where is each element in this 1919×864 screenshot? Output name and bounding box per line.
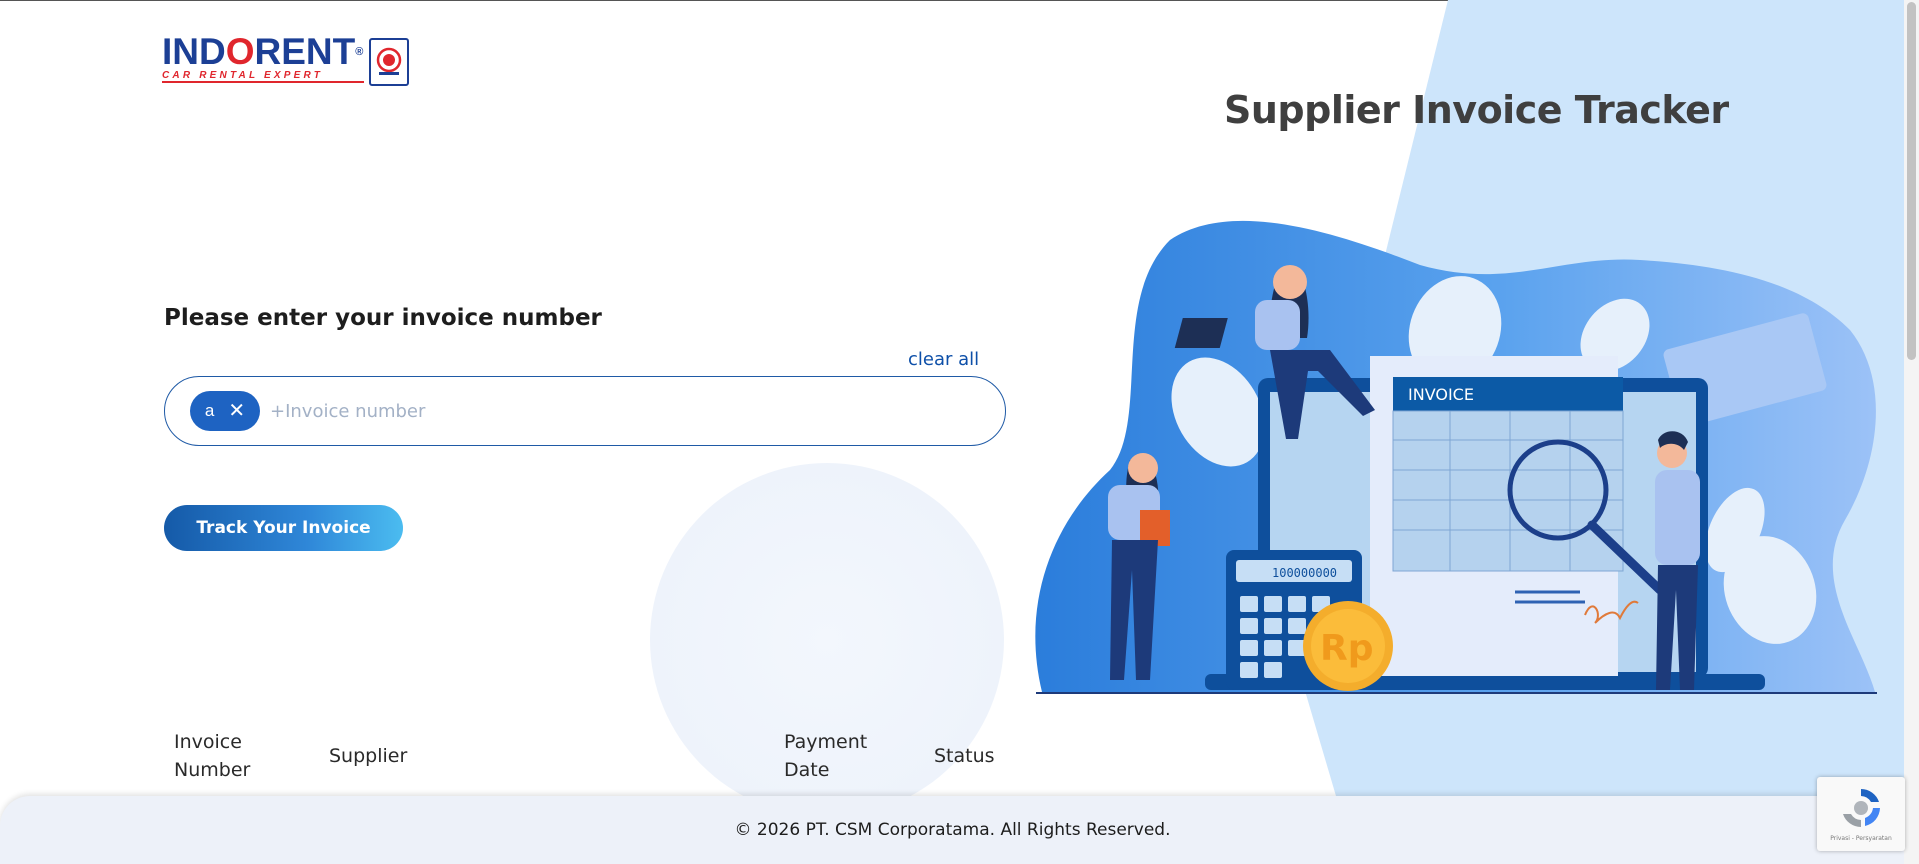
invoice-paper-label: INVOICE	[1408, 385, 1474, 404]
recaptcha-icon	[1843, 789, 1880, 827]
recaptcha-links[interactable]: Privasi - Persyaratan	[1830, 835, 1892, 842]
table-header-row: Invoice Number Supplier Payment Date Sta…	[164, 728, 1014, 784]
logo-wordmark: INDORENT®	[162, 31, 364, 72]
scrollbar-thumb[interactable]	[1907, 2, 1916, 360]
remove-tag-close-icon[interactable]: ✕	[228, 400, 246, 422]
page-title: Supplier Invoice Tracker	[1224, 88, 1729, 132]
invoice-tag-label: a	[204, 401, 215, 420]
page-footer: © 2026 PT. CSM Corporatama. All Rights R…	[0, 796, 1919, 864]
invoice-tag-input[interactable]: a ✕	[164, 376, 1006, 446]
coin-label: Rp	[1320, 628, 1374, 669]
column-header-payment-date: Payment Date	[784, 731, 868, 781]
column-header-supplier: Supplier	[329, 745, 408, 767]
track-invoice-button[interactable]: Track Your Invoice	[164, 505, 403, 551]
column-header-invoice-number: Invoice Number	[174, 731, 251, 781]
vertical-scrollbar[interactable]	[1904, 0, 1919, 864]
recaptcha-badge[interactable]: Privasi - Persyaratan	[1817, 777, 1905, 851]
invoice-illustration: INVOICE 100000000 Rp	[1035, 220, 1877, 694]
invoice-prompt-heading: Please enter your invoice number	[164, 305, 602, 331]
logo-tagline: CAR RENTAL EXPERT	[162, 70, 364, 83]
invoice-number-input[interactable]	[268, 392, 772, 430]
results-table: Invoice Number Supplier Payment Date Sta…	[164, 728, 1014, 784]
invoice-tag-chip: a ✕	[190, 391, 260, 431]
footer-copyright: © 2026 PT. CSM Corporatama. All Rights R…	[734, 820, 1171, 840]
clear-all-link[interactable]: clear all	[908, 349, 980, 370]
window-top-border	[0, 0, 1919, 1]
brand-logo[interactable]: INDORENT® CAR RENTAL EXPERT	[162, 31, 410, 86]
column-header-status: Status	[934, 745, 995, 767]
logo-badge-icon	[369, 38, 410, 86]
calculator-display: 100000000	[1272, 566, 1337, 580]
